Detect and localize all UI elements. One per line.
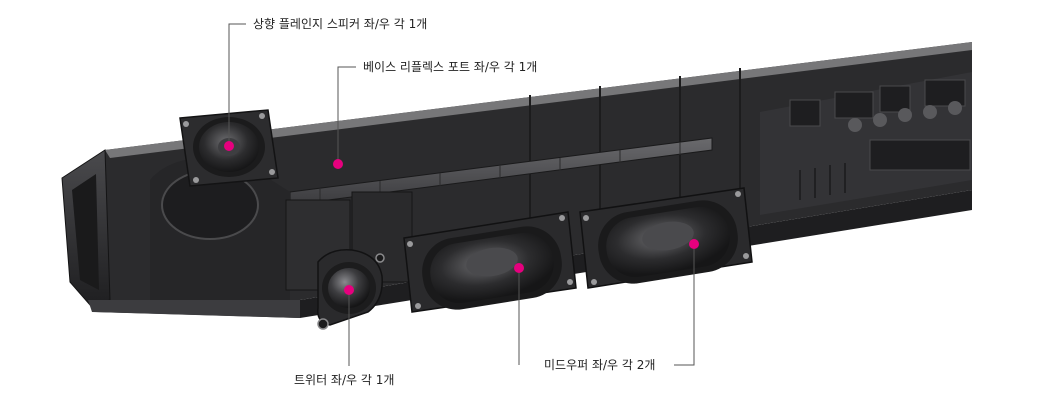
midwoofer-2 bbox=[579, 187, 753, 289]
leader-midwoofer-2 bbox=[674, 244, 695, 366]
bass-reflex-port-label: 베이스 리플렉스 포트 좌/우 각 1개 bbox=[363, 60, 538, 74]
marker-bass-reflex bbox=[333, 159, 343, 169]
midwoofer-1 bbox=[403, 211, 577, 313]
markers bbox=[224, 141, 699, 295]
leader-bass-reflex bbox=[337, 66, 356, 164]
leader-upfiring bbox=[228, 23, 246, 146]
upfiring-speaker-label: 상향 플레인지 스피커 좌/우 각 1개 bbox=[253, 17, 428, 31]
leader-lines bbox=[228, 23, 695, 366]
marker-tweeter bbox=[344, 285, 354, 295]
marker-midwoofer-2 bbox=[689, 239, 699, 249]
soundbar-body bbox=[61, 42, 972, 318]
marker-midwoofer-1 bbox=[514, 263, 524, 273]
midwoofer-label: 미드우퍼 좌/우 각 2개 bbox=[544, 358, 656, 372]
tweeter-label: 트위터 좌/우 각 1개 bbox=[294, 373, 395, 387]
marker-upfiring bbox=[224, 141, 234, 151]
